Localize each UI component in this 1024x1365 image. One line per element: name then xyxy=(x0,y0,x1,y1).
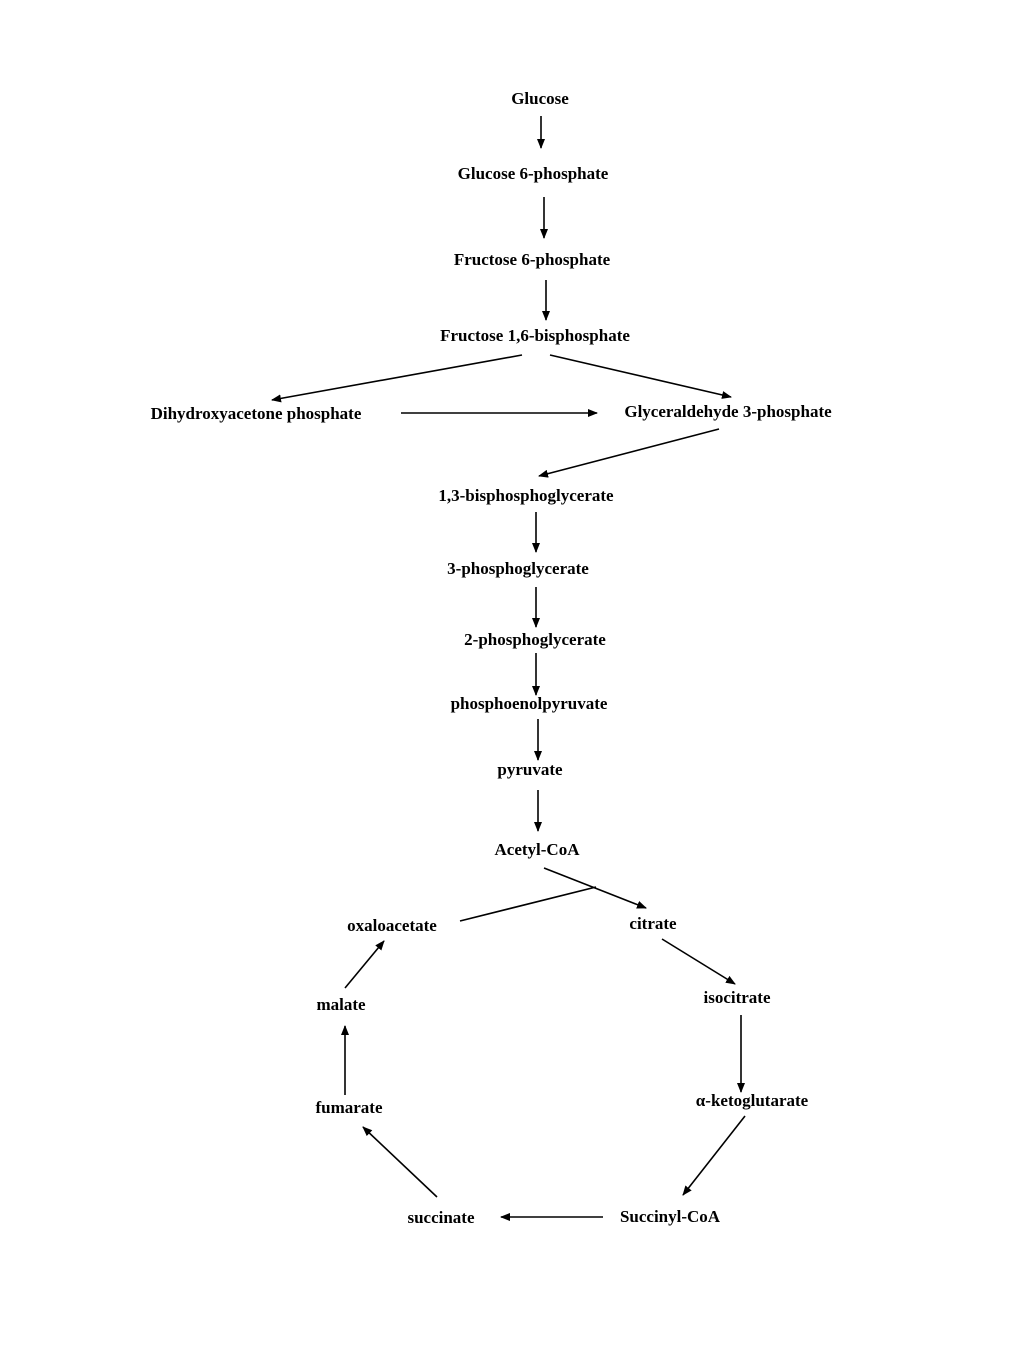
fumarate-label: fumarate xyxy=(315,1098,382,1117)
arrow-malate-to-oxaloacetate xyxy=(344,940,385,989)
pyruvate-label: pyruvate xyxy=(497,760,563,779)
arrow-f16bp-to-dhap xyxy=(271,354,523,403)
alpha-ketoglutarate-label: α-ketoglutarate xyxy=(696,1091,809,1110)
succinyl-coa-label: Succinyl-CoA xyxy=(620,1207,721,1226)
arrow-citrate-to-isocitrate xyxy=(661,938,736,985)
arrow-f16bp-to-g3p xyxy=(549,354,732,399)
malate-label: malate xyxy=(316,995,366,1014)
fructose-6-phosphate-label: Fructose 6-phosphate xyxy=(454,250,611,269)
dihydroxyacetone-phosphate-label: Dihydroxyacetone phosphate xyxy=(151,404,362,423)
3-phosphoglycerate-label: 3-phosphoglycerate xyxy=(447,559,589,578)
succinate-label: succinate xyxy=(407,1208,475,1227)
line-oxaloacetate-to-citrate-junction xyxy=(459,886,597,922)
phosphoenolpyruvate-label: phosphoenolpyruvate xyxy=(451,694,608,713)
arrow-succinate-to-fumarate xyxy=(362,1126,438,1198)
acetyl-coa-label: Acetyl-CoA xyxy=(495,840,581,859)
isocitrate-label: isocitrate xyxy=(703,988,770,1007)
glyceraldehyde-3-phosphate-label: Glyceraldehyde 3-phosphate xyxy=(624,402,832,421)
oxaloacetate-label: oxaloacetate xyxy=(347,916,437,935)
glucose-6-phosphate-label: Glucose 6-phosphate xyxy=(458,164,609,183)
arrow-g3p-to-13bpg xyxy=(538,428,720,478)
citrate-label: citrate xyxy=(629,914,677,933)
1-3-bisphosphoglycerate-label: 1,3-bisphosphoglycerate xyxy=(438,486,614,505)
arrow-alpha-ketoglutarate-to-succinyl-coa xyxy=(682,1115,746,1196)
glucose-label: Glucose xyxy=(511,89,569,108)
2-phosphoglycerate-label: 2-phosphoglycerate xyxy=(464,630,606,649)
fructose-1-6-bisphosphate-label: Fructose 1,6-bisphosphate xyxy=(440,326,630,345)
